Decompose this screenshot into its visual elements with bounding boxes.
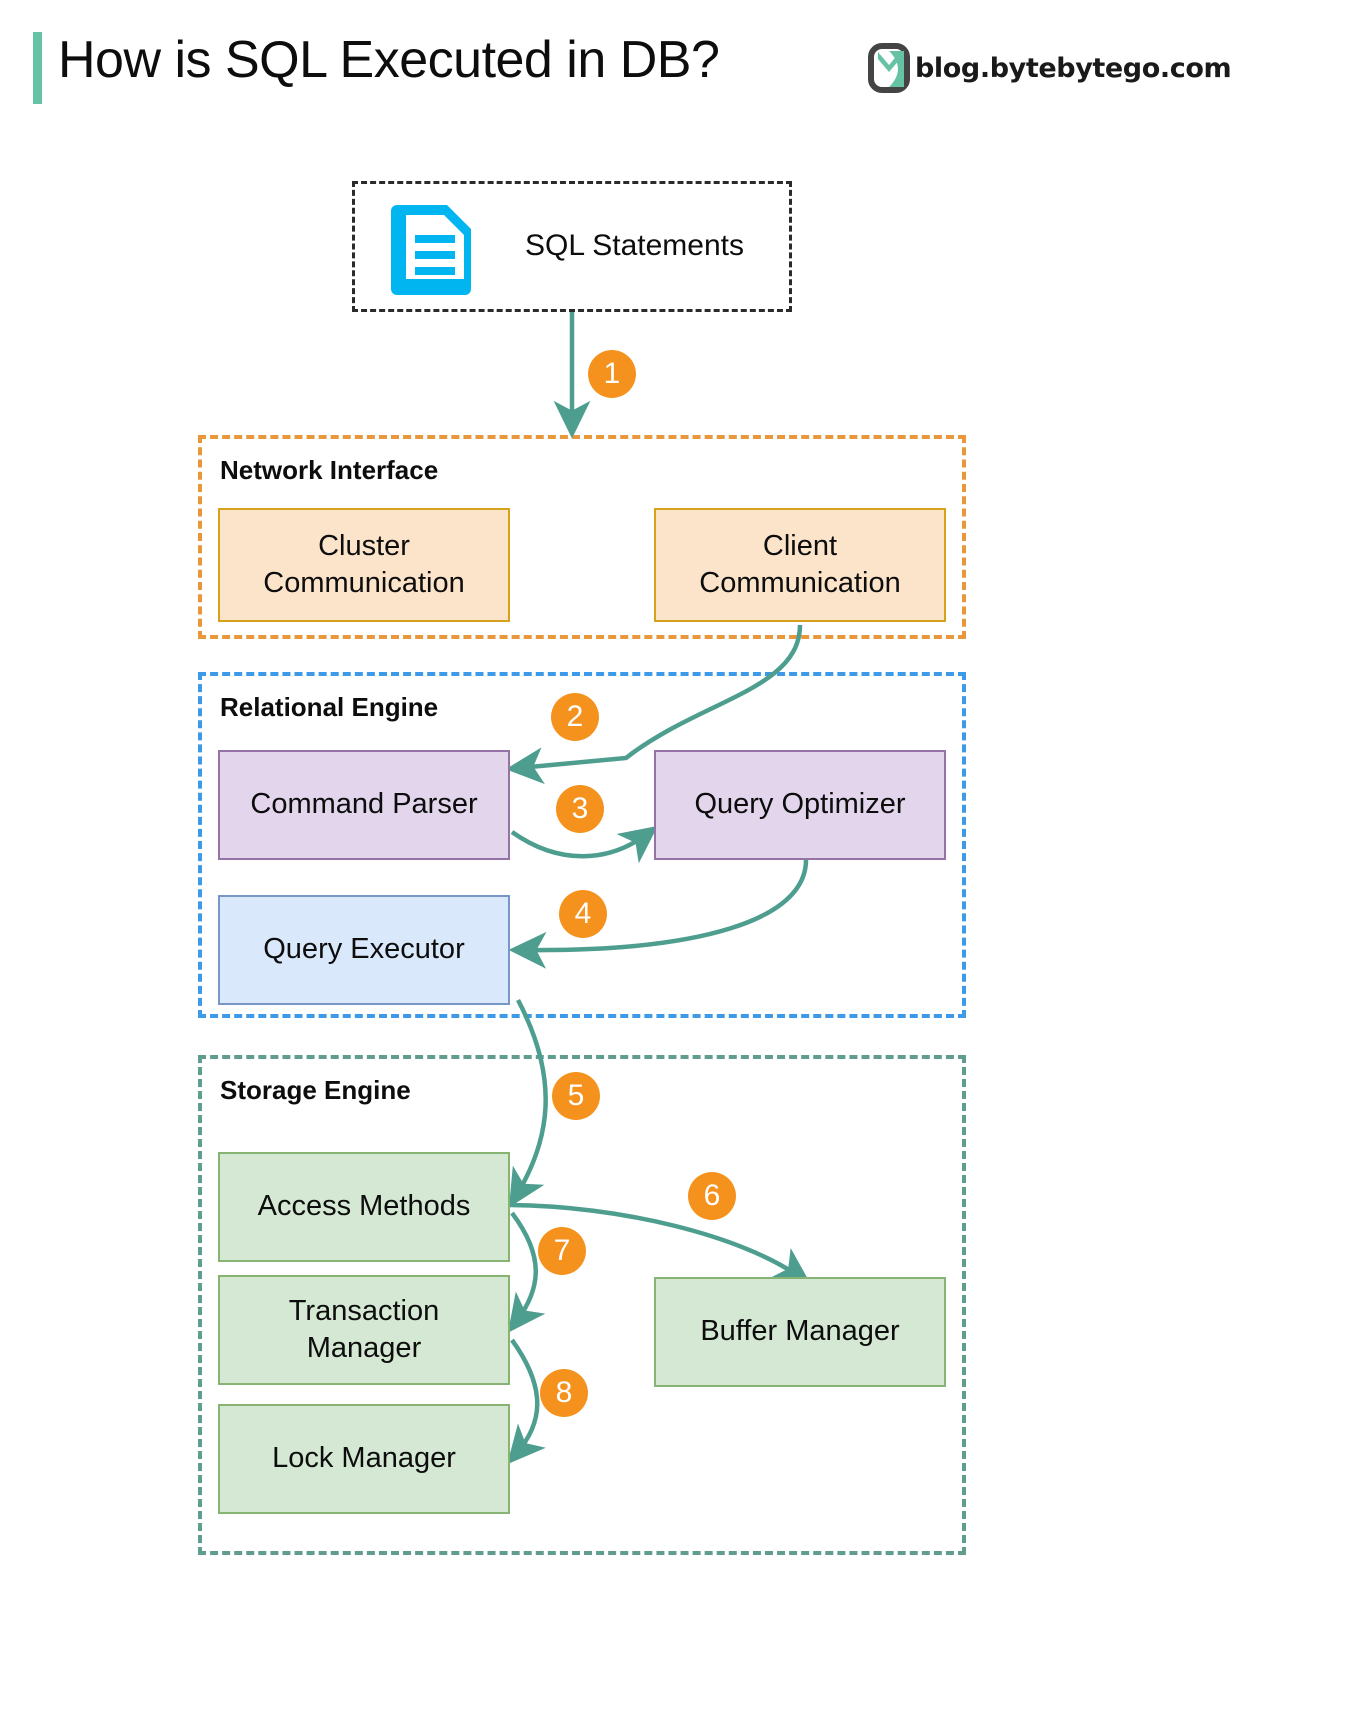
command-parser-label: Command Parser <box>250 788 478 821</box>
step-badge-7: 7 <box>538 1227 586 1275</box>
node-query-executor[interactable]: Query Executor <box>218 895 510 1005</box>
step-badge-2: 2 <box>551 693 599 741</box>
lock-manager-label: Lock Manager <box>272 1442 456 1475</box>
group-label-storage-engine: Storage Engine <box>220 1075 411 1105</box>
step-badge-6: 6 <box>688 1172 736 1220</box>
page-header: How is SQL Executed in DB? blog.bytebyte… <box>0 0 1358 130</box>
step-badge-1: 1 <box>588 350 636 398</box>
title-accent-bar <box>33 32 42 104</box>
query-executor-label: Query Executor <box>263 933 465 966</box>
access-methods-label: Access Methods <box>257 1190 471 1223</box>
step-badge-4: 4 <box>559 890 607 938</box>
node-client-communication[interactable]: Client Communication <box>654 508 946 622</box>
brand-text: blog.bytebytego.com <box>915 52 1232 84</box>
sql-statements-label: SQL Statements <box>525 229 744 263</box>
node-access-methods[interactable]: Access Methods <box>218 1152 510 1262</box>
transaction-manager-line2: Manager <box>306 1332 422 1364</box>
node-cluster-communication[interactable]: Cluster Communication <box>218 508 510 622</box>
sql-statements-box: SQL Statements <box>352 181 792 312</box>
node-transaction-manager[interactable]: Transaction Manager <box>218 1275 510 1385</box>
client-communication-line1: Client <box>762 529 838 562</box>
transaction-manager-line1: Transaction <box>288 1294 440 1327</box>
bytebytego-logo-icon <box>868 43 910 93</box>
cluster-communication-line1: Cluster <box>318 529 410 562</box>
group-storage-engine <box>198 1055 966 1555</box>
brand: blog.bytebytego.com <box>868 43 1232 93</box>
buffer-manager-label: Buffer Manager <box>700 1315 900 1348</box>
node-buffer-manager[interactable]: Buffer Manager <box>654 1277 946 1387</box>
page-title: How is SQL Executed in DB? <box>58 31 720 89</box>
document-icon <box>391 204 471 295</box>
step-badge-3: 3 <box>556 785 604 833</box>
group-label-relational-engine: Relational Engine <box>220 692 439 722</box>
node-lock-manager[interactable]: Lock Manager <box>218 1404 510 1514</box>
group-label-network-interface: Network Interface <box>220 455 439 485</box>
step-badge-8: 8 <box>540 1369 588 1417</box>
client-communication-line2: Communication <box>699 567 901 599</box>
query-optimizer-label: Query Optimizer <box>694 788 906 821</box>
cluster-communication-line2: Communication <box>263 567 465 599</box>
step-badge-5: 5 <box>552 1072 600 1120</box>
node-query-optimizer[interactable]: Query Optimizer <box>654 750 946 860</box>
node-command-parser[interactable]: Command Parser <box>218 750 510 860</box>
